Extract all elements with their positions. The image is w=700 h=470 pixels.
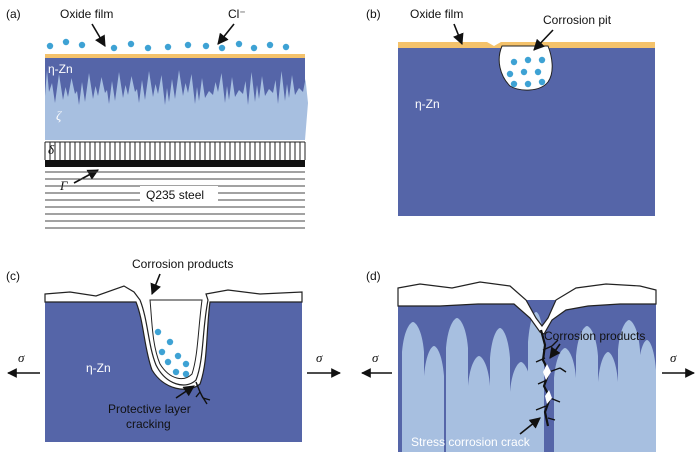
chloride-ion — [520, 68, 528, 76]
chloride-ion — [538, 56, 546, 64]
chloride-ion — [524, 56, 532, 64]
panel-c-products-label: Corrosion products — [132, 257, 233, 271]
panel-d-zeta-columns — [402, 312, 656, 452]
chloride-ion — [506, 70, 514, 78]
chloride-ion — [510, 58, 518, 66]
panel-c-cracking-arrow — [175, 385, 195, 399]
panel-c-eta-zn-block — [45, 300, 302, 442]
panel-a-chloride-ions — [46, 38, 290, 52]
panel-d-corrosion-products — [397, 281, 657, 335]
panel-c: (c) Corrosion products η-Zn Protective l… — [6, 257, 341, 442]
panel-a: (a) Oxide film Cl⁻ η-Zn ζ δ Γ Q235 steel — [6, 7, 308, 229]
chloride-ion — [62, 38, 70, 46]
panel-c-eta-label: η-Zn — [86, 361, 111, 375]
chloride-ion — [164, 43, 172, 51]
chloride-ion — [164, 358, 172, 366]
panel-d-tag: (d) — [366, 269, 381, 283]
zeta-column — [468, 356, 490, 452]
panel-d-products-label: Corrosion products — [544, 329, 645, 343]
zeta-column — [618, 320, 640, 452]
chloride-ion — [110, 44, 118, 52]
panel-b-pit-label: Corrosion pit — [543, 13, 612, 27]
chloride-ion — [534, 68, 542, 76]
panel-a-zeta-label: ζ — [56, 108, 62, 123]
panel-b-oxide-label: Oxide film — [410, 7, 463, 21]
panel-d-products-arrow — [549, 343, 561, 359]
chloride-ion — [524, 80, 532, 88]
chloride-ion — [144, 44, 152, 52]
panel-c-corrosion-products — [44, 285, 303, 390]
zeta-column — [576, 326, 598, 452]
panel-a-oxide-film — [45, 54, 305, 58]
panel-a-delta-label: δ — [48, 142, 55, 157]
chloride-ion — [172, 368, 180, 376]
chloride-ion — [158, 348, 166, 356]
panel-d-crack-products — [543, 364, 552, 404]
panel-a-zeta-layer — [45, 70, 308, 140]
panel-a-chloride-arrow — [217, 23, 235, 45]
zeta-column — [554, 348, 576, 452]
chloride-ion — [282, 43, 290, 51]
chloride-ion — [166, 338, 174, 346]
panel-b-pit-arrow — [533, 29, 554, 51]
panel-b-corrosion-pit — [498, 45, 553, 91]
panel-b-chloride-ions — [506, 56, 546, 88]
panel-a-delta-layer — [44, 141, 306, 160]
panel-c-products-arrow — [150, 273, 161, 296]
panel-a-oxide-arrow — [91, 23, 106, 47]
panel-a-oxide-label: Oxide film — [60, 7, 113, 21]
panel-c-sigma-left: σ — [18, 350, 25, 365]
chloride-ion — [235, 40, 243, 48]
panel-d-sigma-right: σ — [670, 350, 677, 365]
panel-c-tag: (c) — [6, 269, 20, 283]
panel-d-crack-branches — [535, 339, 567, 421]
chloride-ion — [538, 78, 546, 86]
zeta-column — [446, 318, 468, 452]
panel-c-layer-crack — [195, 381, 211, 405]
panel-c-chloride-ions — [154, 328, 190, 378]
panel-a-steel-substrate — [45, 171, 305, 229]
chloride-ion — [250, 44, 258, 52]
panel-b: (b) Oxide film Corrosion pit η-Zn — [366, 7, 655, 216]
panel-b-oxide-arrow — [453, 23, 464, 46]
chloride-ion — [182, 360, 190, 368]
panel-a-steel-label: Q235 steel — [146, 188, 204, 202]
panel-d-scc-label: Stress corrosion crack — [411, 435, 531, 449]
panel-b-eta-label: η-Zn — [415, 97, 440, 111]
panel-c-sigma-right: σ — [316, 350, 323, 365]
panel-a-gamma-layer — [45, 160, 305, 167]
panel-a-chloride-label: Cl⁻ — [228, 7, 246, 21]
panel-c-pit-interior — [149, 299, 203, 380]
panel-d: (d) Corrosion products Stress corrosion … — [361, 269, 695, 452]
zeta-column — [528, 312, 544, 452]
panel-c-cracking-label-2: cracking — [126, 417, 171, 431]
chloride-ion — [202, 42, 210, 50]
panel-a-eta-label: η-Zn — [48, 62, 73, 76]
chloride-ion — [266, 41, 274, 49]
panel-b-tag: (b) — [366, 7, 381, 21]
chloride-ion — [78, 41, 86, 49]
chloride-ion — [154, 328, 162, 336]
zeta-column — [402, 322, 424, 452]
chloride-ion — [46, 42, 54, 50]
chloride-ion — [184, 41, 192, 49]
chloride-ion — [510, 80, 518, 88]
chloride-ion — [127, 40, 135, 48]
zeta-column — [424, 346, 444, 452]
panel-a-steel-label-bg — [140, 186, 218, 202]
chloride-ion — [182, 370, 190, 378]
zeta-column — [598, 352, 618, 452]
panel-a-tag: (a) — [6, 7, 21, 21]
panel-d-scc-arrow — [519, 417, 541, 435]
zeta-column — [490, 328, 510, 452]
panel-c-cracking-label-1: Protective layer — [108, 402, 191, 416]
panel-a-zeta-crystals — [45, 70, 308, 140]
zeta-column — [638, 340, 656, 452]
panel-d-sigma-left: σ — [372, 350, 379, 365]
chloride-ion — [218, 44, 226, 52]
chloride-ion — [174, 352, 182, 360]
